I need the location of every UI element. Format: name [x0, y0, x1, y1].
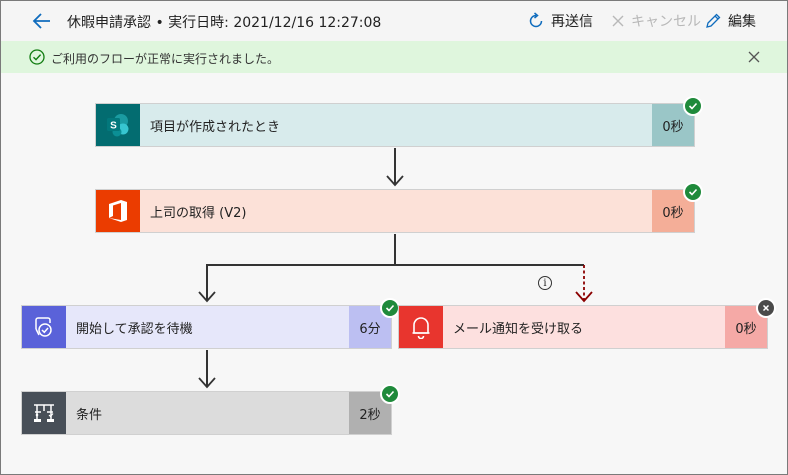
edit-label: 編集: [728, 14, 756, 30]
step-label: 項目が作成されたとき: [140, 104, 652, 146]
cancel-button[interactable]: キャンセル: [611, 10, 701, 32]
step-label: 開始して承認を待機: [66, 306, 349, 348]
step-label: 条件: [66, 392, 349, 434]
close-icon: [612, 15, 624, 27]
step-card-get-manager[interactable]: 上司の取得 (V2) 0秒: [95, 182, 703, 233]
success-banner: ご利用のフローが正常に実行されました。: [1, 41, 787, 73]
step-icon-tile: [22, 306, 66, 348]
cancel-label: キャンセル: [631, 14, 701, 30]
step-card-approval[interactable]: 開始して承認を待機 6分: [21, 298, 400, 349]
connector-line: [206, 264, 208, 300]
condition-icon: [34, 404, 54, 422]
step-icon-tile: S: [96, 104, 140, 146]
step-duration: 6分: [349, 306, 391, 348]
step-icon-tile: [399, 306, 443, 348]
banner-close-icon[interactable]: [747, 50, 761, 64]
step-label: 上司の取得 (V2): [140, 190, 652, 232]
step-icon-tile: [96, 190, 140, 232]
check-circle-icon: [29, 49, 45, 65]
connector-line: [394, 234, 396, 266]
edit-button[interactable]: 編集: [704, 10, 756, 32]
connector-line: [206, 264, 396, 266]
pencil-icon: [706, 13, 721, 28]
success-badge: [380, 384, 400, 404]
connector-line: [394, 264, 584, 266]
back-arrow-icon[interactable]: [31, 10, 53, 32]
success-badge: [380, 298, 400, 318]
check-icon: [385, 390, 395, 398]
svg-text:S: S: [110, 121, 117, 132]
connector-line: [394, 148, 396, 184]
connector-arrowhead: [198, 377, 216, 389]
step-label: メール通知を受け取る: [443, 306, 725, 348]
step-icon-tile: [22, 392, 66, 434]
banner-message: ご利用のフローが正常に実行されました。: [51, 52, 280, 66]
success-badge: [683, 182, 703, 202]
approvals-icon: [35, 317, 52, 337]
check-icon: [385, 304, 395, 312]
connector-line: [206, 350, 208, 386]
run-after-dashed-connector: [575, 265, 593, 303]
close-icon: [762, 304, 770, 312]
page-title: 休暇申請承認 • 実行日時: 2021/12/16 12:27:08: [67, 15, 382, 31]
step-card-mail-notification[interactable]: メール通知を受け取る 0秒: [398, 298, 776, 349]
flow-canvas: i S 項目が作成されたとき 0秒: [1, 73, 787, 474]
refresh-icon: [529, 12, 543, 28]
resubmit-button[interactable]: 再送信: [527, 10, 593, 32]
resubmit-label: 再送信: [551, 14, 593, 30]
sharepoint-icon: S: [107, 114, 129, 137]
success-badge: [683, 96, 703, 116]
check-icon: [688, 102, 698, 110]
skipped-badge: [756, 298, 776, 318]
step-card-trigger[interactable]: S 項目が作成されたとき 0秒: [95, 96, 703, 147]
connector-arrowhead: [386, 175, 404, 187]
check-icon: [688, 188, 698, 196]
connector-arrowhead: [198, 291, 216, 303]
office365-icon: [109, 200, 127, 222]
info-icon[interactable]: i: [538, 276, 552, 290]
header-bar: 休暇申請承認 • 実行日時: 2021/12/16 12:27:08 再送信 キ…: [1, 1, 787, 41]
step-card-condition[interactable]: 条件 2秒: [21, 384, 400, 435]
bell-icon: [412, 317, 430, 339]
